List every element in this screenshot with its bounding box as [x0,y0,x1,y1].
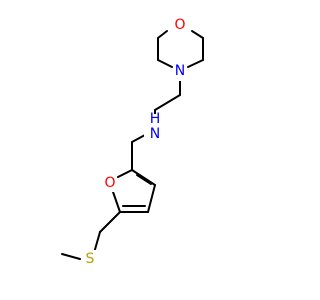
bonds [61,30,204,260]
atom-o1: O [173,16,187,34]
atom-o2: O [103,174,117,192]
bond-furan-c2-o [117,169,133,178]
atom-n2-hydrogen: H [150,111,161,127]
atom-s1: S [83,250,97,268]
bond-furan-c3-c4 [147,184,156,213]
atom-o1-symbol: O [174,17,185,33]
atom-n2: H N [144,111,166,146]
bond-ring-o-c2 [191,30,204,39]
atom-n1-symbol: N [175,63,185,79]
atom-n1: N [173,63,187,81]
bond-ring-c3-n [157,59,173,68]
molecule-structure: O N H N O S [61,16,204,268]
bond-furan-c2-c3 [131,169,156,186]
bond-ch2-ch2 [154,94,181,111]
atom-s1-symbol: S [86,251,95,267]
bond-ch2-s [93,231,101,254]
atom-o2-symbol: O [104,175,115,191]
bond-furan-c5-o [111,188,121,213]
bond-ring-c4-n [187,59,204,68]
bond-nh-ch2 [131,134,146,143]
bond-ring-o-c1 [157,30,168,39]
bond-c5-ch2 [99,211,121,233]
bond-s-ch3 [61,253,81,260]
atom-labels: O N H N O S [83,16,187,268]
atom-n2-symbol: N [150,126,160,142]
bond-furan-c2-c3-double [136,174,152,185]
